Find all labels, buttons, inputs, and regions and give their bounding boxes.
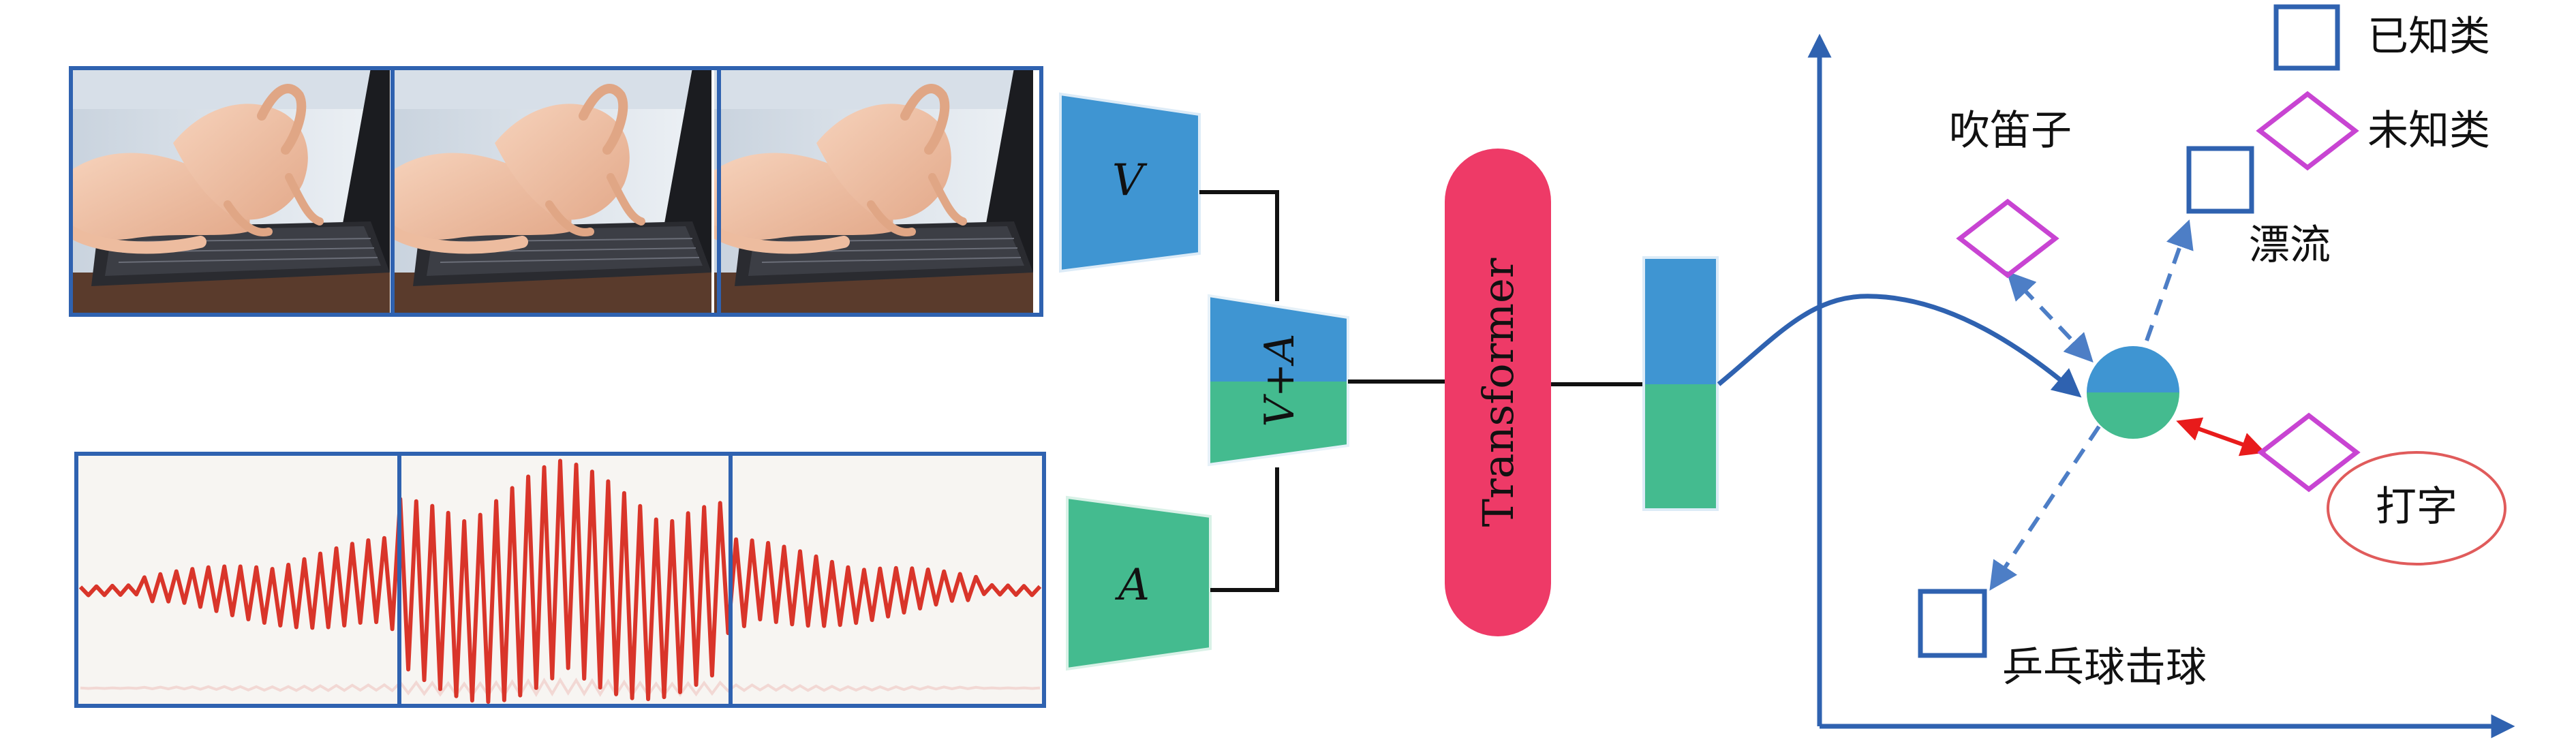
video-frames-strip (69, 66, 1043, 317)
video-frame (714, 68, 1033, 315)
legend-known-label: 已知类 (2367, 13, 2490, 61)
flute-diamond-icon (1956, 198, 2059, 279)
encoder-connectors (1199, 190, 1279, 592)
fusion-block: V+A (1208, 294, 1349, 467)
known-square-icon (2273, 4, 2340, 71)
video-frame (393, 68, 711, 315)
legend-unknown-label: 未知类 (2367, 107, 2490, 155)
unknown-diamond-icon (2256, 91, 2359, 171)
video-encoder: V (1059, 92, 1201, 273)
audio-encoder: A (1066, 495, 1212, 671)
arrow-to-typing (2176, 417, 2266, 456)
arrow-to-ping-pong (1989, 425, 2101, 591)
query-sample-point (2087, 346, 2179, 439)
output-feature-vector (1642, 256, 1719, 511)
flute-label: 吹笛子 (1949, 107, 2072, 155)
video-encoder-label: V (1112, 155, 1148, 206)
transformer-block: Transformer (1445, 149, 1551, 636)
audio-waveform (78, 459, 1042, 704)
mapping-curve-arrow (1717, 294, 2082, 398)
typing-label: 打字 (2376, 483, 2457, 531)
arrow-to-drifting (2145, 219, 2194, 341)
embedding-axes (1807, 33, 2515, 739)
fusion-label: V+A (1256, 334, 1304, 427)
legend: 已知类 未知类 (2256, 4, 2490, 171)
ping-pong-square-icon (1918, 589, 1987, 658)
audio-frame-border (74, 452, 1046, 708)
audio-waveform-reflection (80, 677, 1041, 698)
typing-highlight-ellipse (2327, 451, 2506, 565)
drifting-square-icon (2186, 146, 2254, 214)
video-frame (71, 68, 390, 315)
drifting-label: 漂流 (2249, 221, 2331, 269)
ping-pong-label: 乒乓球击球 (2002, 644, 2207, 692)
transformer-label: Transformer (1473, 258, 1523, 527)
audio-encoder-label: A (1115, 560, 1150, 610)
video-frame-border (69, 66, 1043, 317)
audio-waveform-strip (74, 452, 1046, 708)
similarity-arrows (1989, 219, 2194, 591)
arrow-to-flute (2006, 270, 2094, 363)
typing-diamond-icon (2257, 412, 2361, 493)
